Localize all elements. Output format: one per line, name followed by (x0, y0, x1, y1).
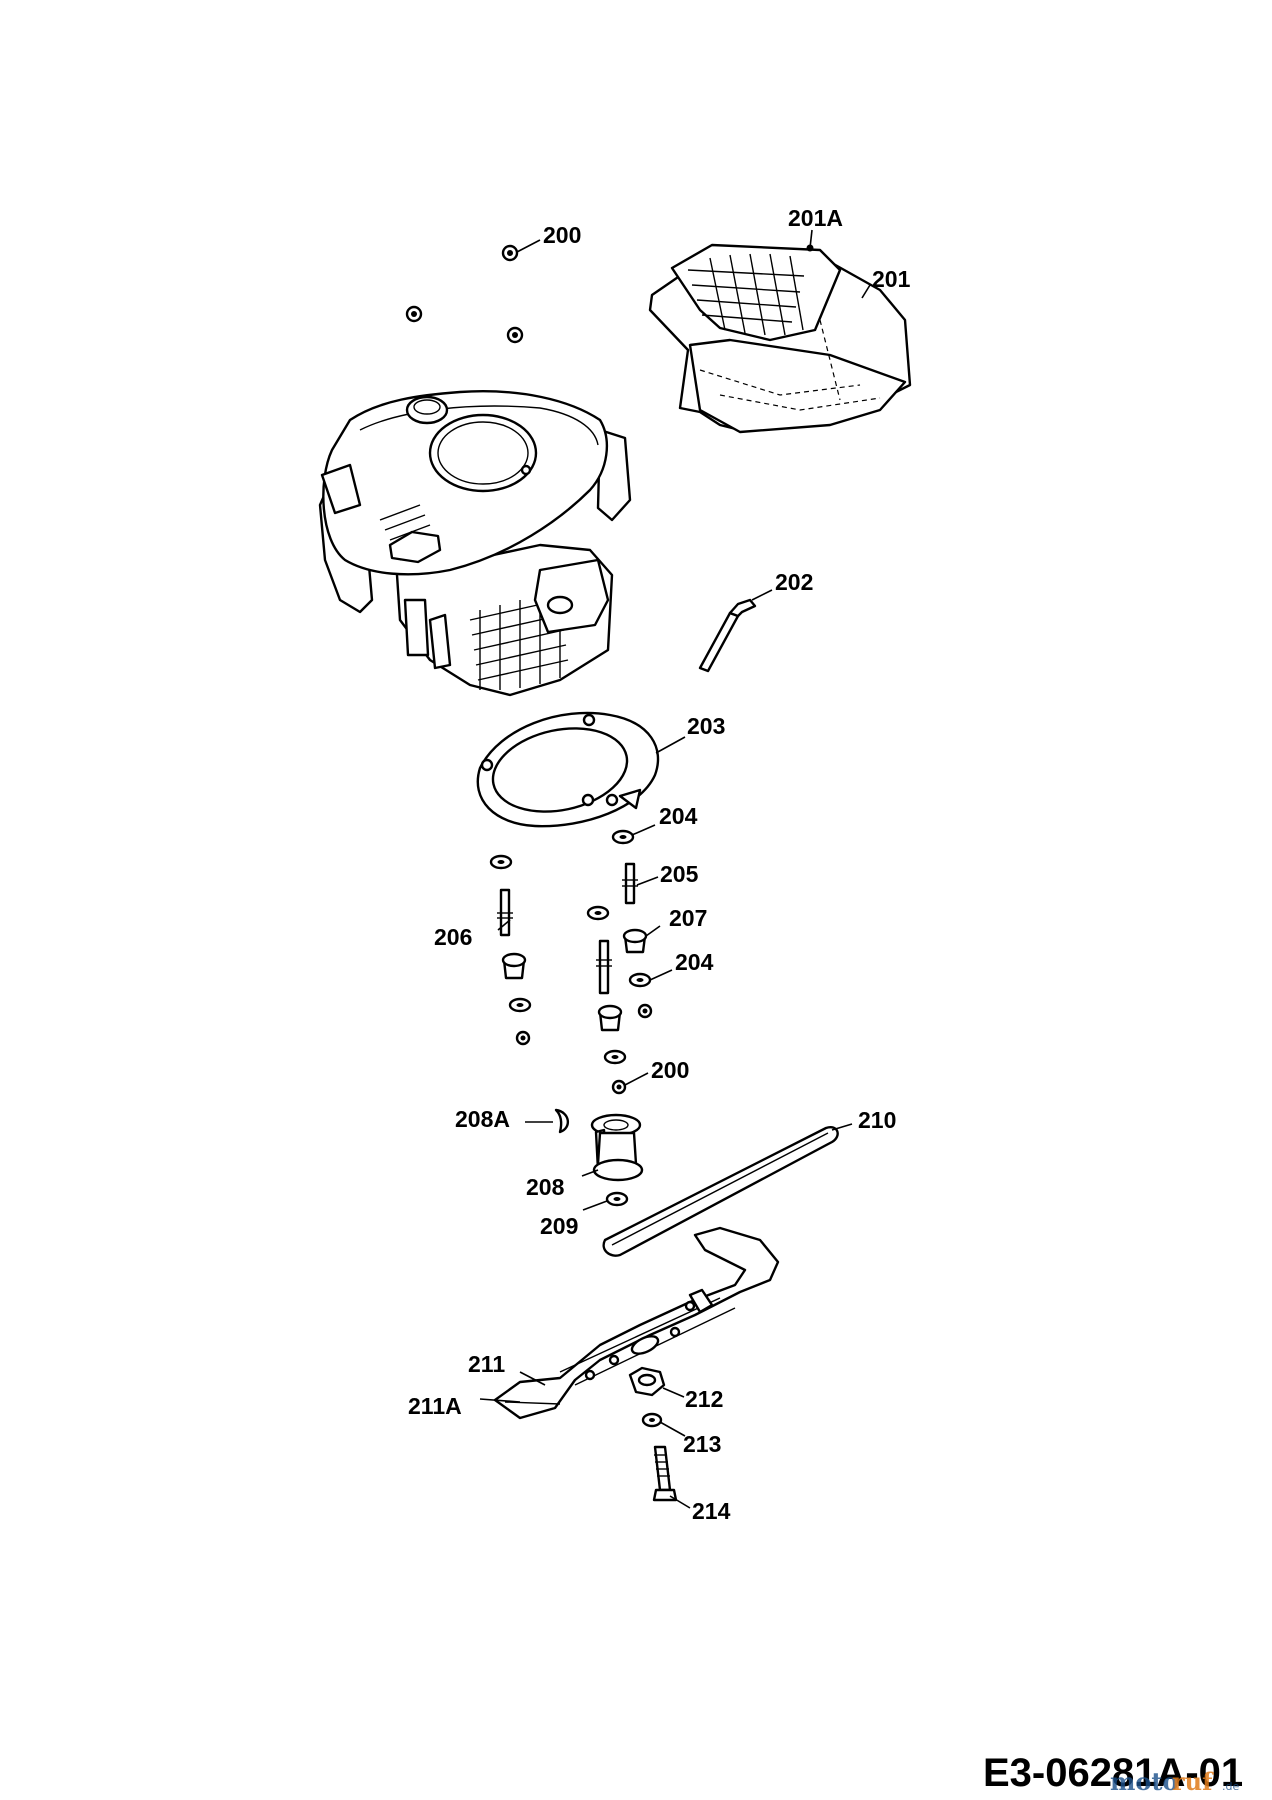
engine-assembly[interactable] (318, 390, 632, 697)
spacer-part-207[interactable] (622, 928, 648, 954)
washer-left-lower[interactable] (508, 997, 532, 1013)
nut-200-top-group (405, 244, 524, 344)
nut-left-lower[interactable] (515, 1030, 531, 1046)
nut-part-200-mid[interactable] (611, 1079, 627, 1095)
watermark-text-b: ruf (1172, 1767, 1214, 1796)
label-204-a[interactable]: 204 (659, 803, 698, 829)
washer-part-204-b[interactable] (628, 972, 652, 988)
label-210[interactable]: 210 (858, 1107, 896, 1133)
nut-part-200-c[interactable] (506, 326, 524, 344)
label-207[interactable]: 207 (669, 905, 707, 931)
label-212[interactable]: 212 (685, 1386, 723, 1412)
watermark-logo: moto ruf .de (1110, 1767, 1239, 1796)
part-labels: 200 201A 201 202 203 204 205 206 207 204… (408, 205, 911, 1524)
label-208A[interactable]: 208A (455, 1106, 510, 1132)
nut-part-200-a[interactable] (501, 244, 519, 262)
washer-part-204-a[interactable] (611, 829, 635, 845)
label-203[interactable]: 203 (687, 713, 725, 739)
label-211A[interactable]: 211A (408, 1393, 462, 1419)
label-205[interactable]: 205 (660, 861, 699, 887)
stud-bolt-center[interactable] (596, 939, 612, 995)
oil-filler-cap[interactable] (405, 395, 449, 425)
blade-bolt-part-214[interactable] (652, 1445, 678, 1502)
label-200-top[interactable]: 200 (543, 222, 581, 248)
spacer-left[interactable] (501, 952, 527, 980)
nut-center-right[interactable] (637, 1003, 653, 1019)
stud-bolt-part-206[interactable] (497, 888, 513, 937)
leader-lines (479, 229, 871, 1509)
washer-center-lower[interactable] (603, 1049, 627, 1065)
label-201A[interactable]: 201A (788, 205, 843, 231)
watermark-text-a: moto (1110, 1767, 1179, 1796)
label-201[interactable]: 201 (872, 266, 911, 292)
spacer-center[interactable] (597, 1004, 623, 1032)
air-filter-cover-part-201[interactable] (648, 243, 912, 434)
cover-grille (670, 243, 842, 342)
label-213[interactable]: 213 (683, 1431, 721, 1457)
label-204-b[interactable]: 204 (675, 949, 714, 975)
label-202[interactable]: 202 (775, 569, 813, 595)
gasket-part-203[interactable] (476, 711, 660, 828)
blade-part-211[interactable] (493, 1226, 780, 1420)
label-208[interactable]: 208 (526, 1174, 565, 1200)
key-part-208A[interactable] (554, 1108, 569, 1134)
washer-part-213[interactable] (641, 1412, 663, 1428)
label-211[interactable]: 211 (468, 1351, 505, 1377)
watermark-suffix: .de (1222, 1780, 1239, 1793)
washer-part-204-left[interactable] (489, 854, 513, 870)
nut-part-200-b[interactable] (405, 305, 423, 323)
drawing-code: E3-06281A-01 (983, 1751, 1243, 1795)
label-206[interactable]: 206 (434, 924, 472, 950)
belt-part-210[interactable] (602, 1126, 839, 1257)
label-214[interactable]: 214 (692, 1498, 731, 1524)
label-200-mid[interactable]: 200 (651, 1057, 689, 1083)
washer-part-209[interactable] (605, 1191, 629, 1207)
blade-nut-part-212[interactable] (628, 1366, 666, 1397)
blade-adapter-part-208[interactable] (590, 1113, 644, 1182)
dipstick-part-202[interactable] (698, 598, 757, 673)
washer-part-204-mid[interactable] (586, 905, 610, 921)
label-209[interactable]: 209 (540, 1213, 578, 1239)
brand-badge (388, 530, 442, 564)
stud-bolt-part-205[interactable] (622, 862, 638, 905)
